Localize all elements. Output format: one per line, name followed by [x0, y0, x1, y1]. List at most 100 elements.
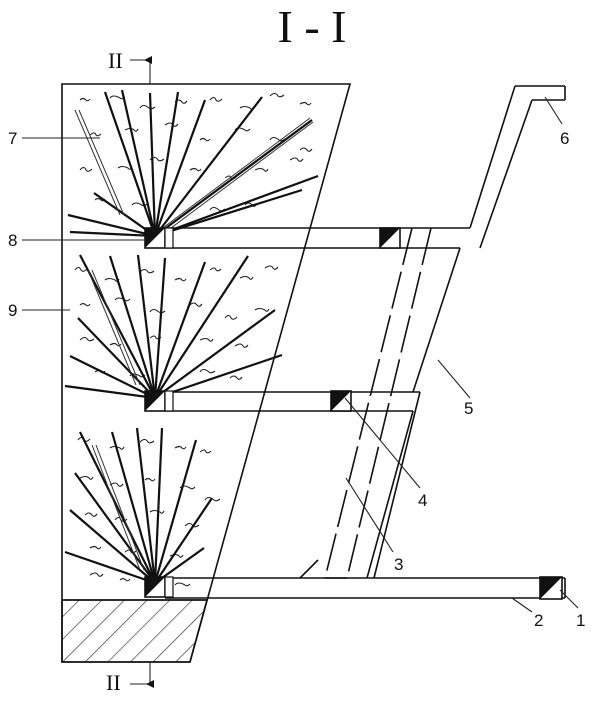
rock-fragment [264, 265, 279, 270]
section-title: I - I [278, 1, 347, 52]
rock-fragment [89, 572, 104, 577]
blasthole [153, 99, 207, 237]
rock-fragment [234, 343, 249, 348]
blasthole [154, 119, 313, 237]
ramp-5 [366, 85, 566, 579]
twin-hole [78, 109, 125, 216]
rock-fragment [254, 167, 269, 172]
rock-fragment [229, 375, 243, 380]
rock-fragment [189, 302, 203, 307]
label-9: 9 [8, 301, 17, 320]
blasthole [154, 96, 263, 237]
twin-hole [162, 121, 314, 235]
blasthole [79, 254, 156, 399]
rock-fragment [109, 482, 124, 487]
label-2: 2 [534, 611, 543, 630]
leader-lines [22, 96, 579, 613]
rock-fragment [299, 147, 313, 152]
rock-fragment [254, 307, 270, 312]
rock-fragment [139, 268, 155, 274]
blasthole [64, 384, 156, 400]
label-7: 7 [8, 129, 17, 148]
rock-fragment [209, 267, 222, 272]
twin-hole [91, 269, 141, 386]
blasthole [67, 213, 156, 238]
rock-fragment [79, 166, 93, 172]
blasthole [153, 427, 164, 584]
rock-fragment [84, 512, 98, 517]
chambers [144, 227, 563, 600]
arrow-head-top [144, 56, 152, 64]
rock-fragment [269, 92, 285, 98]
rock-fragment [79, 475, 94, 480]
hatched-base [61, 599, 209, 663]
blasthole [103, 91, 157, 237]
blasthole [153, 257, 167, 399]
rock-fragment [109, 445, 125, 450]
rock-fragment [174, 277, 187, 282]
blasthole [110, 431, 157, 584]
twin-hole [91, 444, 141, 571]
twin-hole [159, 117, 311, 231]
blasthole [77, 317, 156, 399]
blasthole [79, 431, 156, 584]
rock-fragment [79, 97, 91, 102]
label-1: 1 [576, 611, 585, 630]
fan-level-2 [64, 254, 283, 400]
blasthole [154, 188, 303, 238]
rock-fragment [74, 266, 88, 272]
rock-fragment [139, 104, 156, 110]
rock-fragment [144, 477, 156, 482]
blasthole [154, 497, 213, 584]
rock-fragment [139, 438, 155, 444]
chamber-4 [330, 390, 352, 412]
chamber-3 [144, 390, 174, 412]
blasthole [64, 550, 156, 585]
rock-fragment [189, 167, 202, 172]
rock-fragment [174, 582, 191, 587]
blasthole [153, 91, 180, 237]
rock-fragment [289, 157, 304, 162]
chamber-5 [144, 576, 174, 598]
rock-fragment [174, 445, 187, 450]
label-3: 3 [394, 555, 403, 574]
blasthole [69, 509, 156, 584]
blasthole [154, 255, 249, 399]
rock-fragment [124, 549, 137, 554]
arrow-head-bottom [146, 680, 154, 688]
rock-fragment [199, 368, 216, 374]
blasthole [69, 230, 156, 238]
blasthole [153, 261, 207, 399]
label-5: 5 [464, 399, 473, 418]
blasthole [108, 255, 157, 399]
rock-fragment [79, 302, 91, 307]
level-drifts [165, 227, 566, 599]
rock-fragment [89, 545, 102, 550]
blasthole [69, 355, 156, 399]
rock-fragment [119, 577, 131, 582]
twin-hole [87, 269, 137, 386]
rock-fragment [199, 137, 211, 142]
label-8: 8 [8, 231, 17, 250]
section-arrow-top [130, 59, 151, 84]
twin-hole [74, 109, 121, 216]
rock-fragment [124, 127, 139, 132]
fan-level-1 [67, 89, 319, 238]
shaft-3 [324, 227, 432, 579]
chamber-2 [379, 227, 401, 249]
rock-fragment [299, 101, 312, 106]
label-4: 4 [418, 491, 427, 510]
rock-fragment [149, 509, 165, 514]
chamber-1 [144, 227, 174, 249]
section-marker-top: II [108, 48, 123, 73]
chamber-6 [539, 576, 563, 600]
blasthole [154, 309, 276, 399]
blasthole [120, 89, 157, 237]
blasthole [154, 174, 319, 238]
rock-fragment [79, 336, 95, 342]
rock-fragment [239, 275, 254, 280]
twin-hole [95, 444, 145, 571]
rock-fragment [199, 449, 212, 454]
